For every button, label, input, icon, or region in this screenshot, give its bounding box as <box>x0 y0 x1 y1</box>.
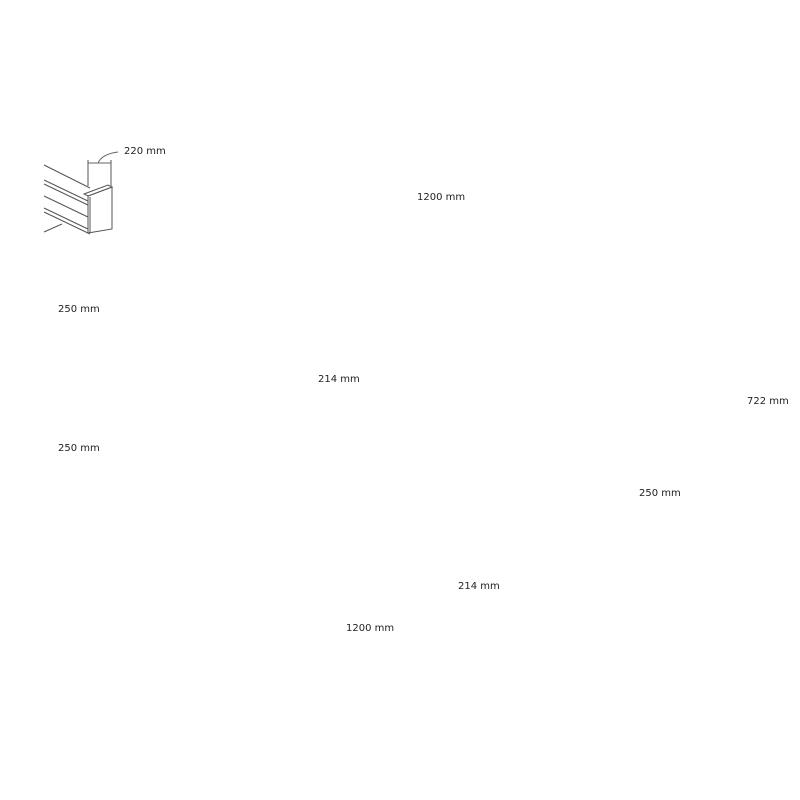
bottom-width-label: 1200 mm <box>343 623 398 635</box>
lower-cube-height-label: 250 mm <box>636 488 684 500</box>
upper-cube-height-label: 214 mm <box>315 374 363 386</box>
lower-cube-width-label: 214 mm <box>455 581 503 593</box>
middle-shelf-height-label: 250 mm <box>55 443 103 455</box>
top-shelf-height-label: 250 mm <box>55 304 103 316</box>
board-detail-icon <box>43 151 119 235</box>
total-height-label: 722 mm <box>744 396 792 408</box>
thickness-label: 220 mm <box>121 146 169 158</box>
top-width-label: 1200 mm <box>414 192 469 204</box>
